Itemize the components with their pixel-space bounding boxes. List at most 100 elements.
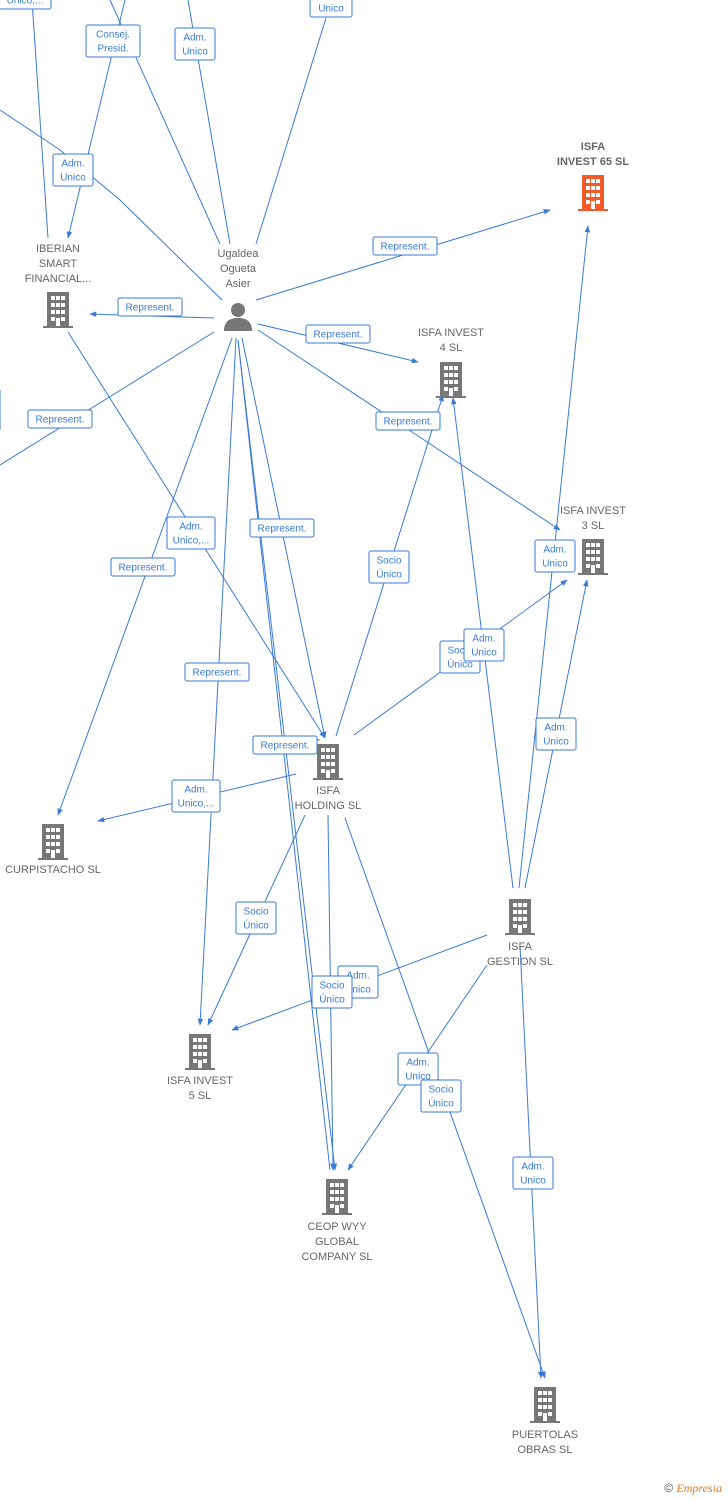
edge-label-text: Unico,... <box>7 0 44 7</box>
edge-line <box>237 339 331 1171</box>
edge-label-text: Adm. <box>184 785 207 796</box>
edge-label-text: Adm. <box>406 1058 429 1069</box>
edge-label[interactable]: Represent. <box>184 662 250 682</box>
edge-label-text: Socio <box>243 907 268 918</box>
edge-label[interactable]: Unico <box>309 0 353 18</box>
edge-label-box <box>166 516 216 550</box>
node-label: ISFA <box>316 785 341 797</box>
edge-line <box>31 0 49 239</box>
edge-label-text: Represent. <box>119 563 168 574</box>
edge-label[interactable]: Represent. <box>110 557 176 577</box>
node-label: Ogueta <box>220 263 257 275</box>
edge-label-text: Adm. <box>521 1162 544 1173</box>
edge-label[interactable]: Represent. <box>375 411 441 431</box>
edge-label[interactable]: Adm.Unico <box>534 539 576 573</box>
edge-label-text: Adm. <box>346 971 369 982</box>
node-iberian[interactable]: IBERIANSMARTFINANCIAL... <box>25 243 92 328</box>
edge-line <box>241 337 327 739</box>
edge-label[interactable]: Adm.Unico <box>535 717 577 751</box>
edge-label[interactable]: Adm.Unico,... <box>166 516 216 550</box>
edge-label-text: Unico <box>520 1176 546 1187</box>
edge-label-box <box>311 975 353 1009</box>
edge-label[interactable]: Represent. <box>249 518 315 538</box>
edge-label[interactable]: Adm. Unico <box>512 1156 554 1190</box>
edge-label-box <box>249 518 315 538</box>
edge-label-text: Represent. <box>384 417 433 428</box>
edge-label-box <box>309 0 353 18</box>
person-icon <box>224 303 252 331</box>
building-icon <box>578 175 608 211</box>
edge-label[interactable]: Represent. <box>252 735 318 755</box>
edge-label[interactable]: Represent. <box>27 409 93 429</box>
building-icon <box>505 899 535 935</box>
node-label: COMPANY SL <box>301 1251 372 1263</box>
building-icon <box>436 362 466 398</box>
empresia-logo[interactable]: Empresia <box>676 1481 722 1495</box>
edge-label-text: Unico <box>60 173 86 184</box>
edge-label-text: Represent. <box>258 524 307 535</box>
edge-line <box>0 109 223 301</box>
node-curpistacho[interactable]: CURPISTACHO SL <box>5 824 101 876</box>
node-isfa5[interactable]: ISFA INVEST 5 SL <box>167 1034 233 1102</box>
node-label: ISFA INVEST <box>418 327 484 339</box>
edge-label[interactable]: Consej. Presid. <box>85 24 141 58</box>
edge-label[interactable]: Represent. <box>117 297 183 317</box>
node-label: Ugaldea <box>218 248 260 260</box>
edge-label-box <box>534 539 576 573</box>
edge-label-text: Único <box>319 993 345 1006</box>
edge-label-text: Adm. <box>544 723 567 734</box>
edge-label-box <box>535 717 577 751</box>
edge-label[interactable]: Adm.Unico <box>174 27 216 61</box>
edge-label[interactable]: Adm. Unico,... <box>171 779 221 813</box>
edge-label[interactable]: Unico,... <box>0 0 52 10</box>
building-icon <box>185 1034 215 1070</box>
building-icon <box>43 292 73 328</box>
edge-label-text: Represent. <box>261 741 310 752</box>
edge-label[interactable]: Represent. <box>305 324 371 344</box>
edge-label-box <box>305 324 371 344</box>
node-label: Asier <box>225 278 250 290</box>
edge-label[interactable]: Adm.Unico <box>397 1052 439 1086</box>
edge-label-text: Presid. <box>97 44 128 55</box>
edge-label-box <box>512 1156 554 1190</box>
edge-label-box <box>85 24 141 58</box>
node-label: GLOBAL <box>315 1236 359 1248</box>
edge-label-text: Unico,... <box>178 799 215 810</box>
edge-label-box <box>27 409 93 429</box>
copyright-footer: © Empresia <box>664 1481 722 1496</box>
edge-label-text: Único <box>243 919 269 932</box>
node-isfa65[interactable]: ISFA INVEST 65 SL <box>557 141 629 211</box>
edge-label-text: Unico <box>471 648 497 659</box>
edge-label-text: Socio <box>447 646 472 657</box>
node-label: ISFA <box>581 141 606 153</box>
node-label: 3 SL <box>582 520 605 532</box>
edge-label-text: Adm. <box>61 159 84 170</box>
edge-label-box <box>372 236 438 256</box>
edge-label[interactable]: Adm.Unico <box>463 628 505 662</box>
edge-label[interactable]: Adm. Unico <box>52 153 94 187</box>
edge-label-text: Adm. <box>543 545 566 556</box>
edge-label-text: Unico <box>318 4 344 15</box>
node-label: IBERIAN <box>36 243 80 255</box>
edge-label-text: Represent. <box>36 415 85 426</box>
edges-layer <box>0 0 591 1379</box>
node-label: ISFA INVEST <box>167 1075 233 1087</box>
node-label: FINANCIAL... <box>25 273 92 285</box>
edge-label-text: Represent. <box>193 668 242 679</box>
edge-label[interactable]: Represent. <box>372 236 438 256</box>
building-icon <box>322 1179 352 1215</box>
edge-label-text: Consej. <box>96 30 130 41</box>
node-label: 5 SL <box>189 1090 212 1102</box>
node-label: INVEST 65 SL <box>557 156 629 168</box>
